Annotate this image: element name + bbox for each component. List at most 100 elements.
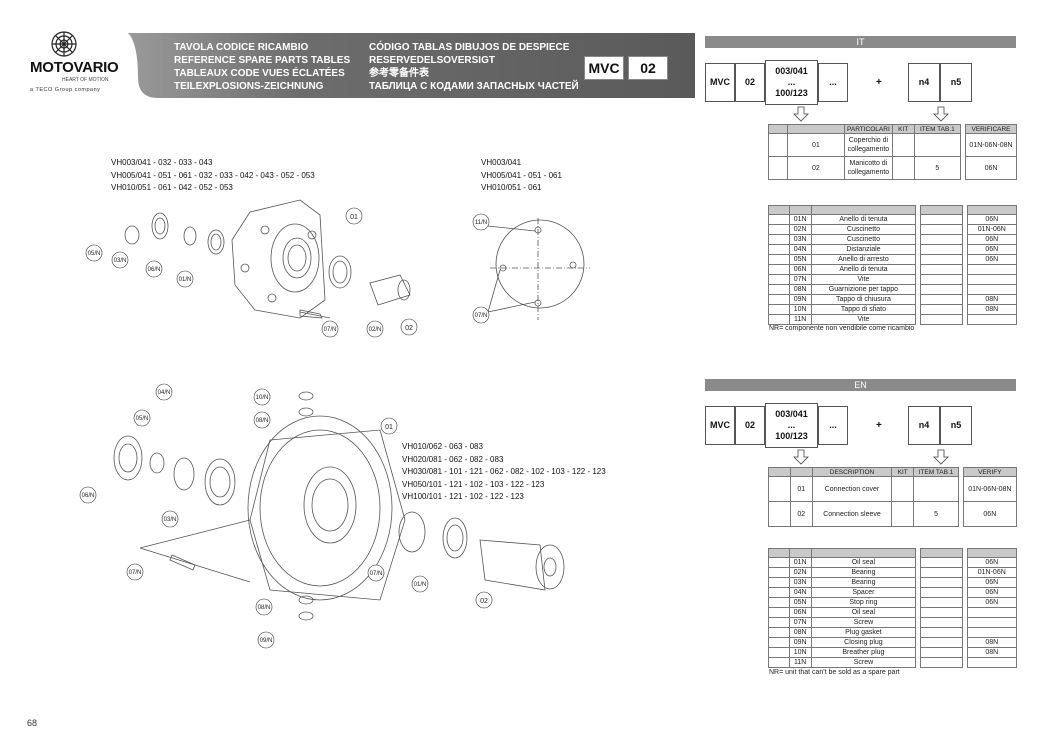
range-end: 100/123 (775, 431, 808, 441)
callout-label: 05/N (88, 251, 101, 257)
model-line: VH050/101 - 121 - 102 - 103 - 122 - 123 (402, 479, 545, 489)
row-verify (966, 627, 1018, 638)
title-de: TEILEXPLOSIONS-ZEICHNUNG (174, 81, 324, 92)
row-code: 01N (788, 214, 812, 225)
callout-bot-10n (253, 388, 271, 406)
it-code-n5: n5 (940, 63, 972, 102)
row-code: 04N (788, 244, 812, 255)
row-kit (890, 501, 915, 527)
callout-label: 02/N (369, 327, 382, 333)
callout-bot-04n (155, 383, 173, 401)
en-header-item: ITEM TAB.1 (913, 467, 959, 477)
row-verify (966, 264, 1018, 275)
row-kit (891, 133, 915, 157)
row-desc: Oil seal (810, 557, 917, 568)
row-desc: Bearing (810, 577, 917, 588)
callout-bot-05n (133, 409, 151, 427)
row-verify: 06N (966, 244, 1018, 255)
row-code: 03N (788, 577, 812, 588)
callout-top-01n (176, 270, 194, 288)
callout-label: 01 (350, 214, 358, 221)
table-row: 02 Connection sleeve 5 06N (768, 501, 1018, 527)
it-code-n4: n4 (908, 63, 940, 102)
callout-bot-01 (380, 417, 398, 435)
brand-tagline: HEART OF MOTION (62, 77, 109, 83)
group-line: a TECO Group company (30, 87, 101, 93)
row-code: 02 (789, 501, 814, 527)
row-desc: Anello di arresto (810, 254, 917, 265)
title-fr: TABLEAUX CODE VUES ÉCLATÉES (174, 68, 345, 79)
row-verify: 06N (966, 557, 1018, 568)
callout-bot-09n (257, 631, 275, 649)
title-da: RESERVEDELSOVERSIGT (369, 55, 495, 66)
callout-bot-07n-b (367, 564, 385, 582)
callout-top-01 (345, 207, 363, 225)
row-verify: 06N (965, 156, 1017, 180)
callout-label: 10/N (256, 395, 269, 401)
row-verify: 06N (966, 597, 1018, 608)
callout-bot-07n (126, 563, 144, 581)
row-kit (890, 476, 915, 502)
en-code-ellipsis: ... (818, 406, 848, 445)
row-code: 02 (786, 156, 846, 180)
row-desc: Connection sleeve (812, 501, 892, 527)
title-it: TAVOLA CODICE RICAMBIO (174, 42, 309, 53)
callout-bot-03n (161, 510, 179, 528)
en-code-plus: + (876, 420, 882, 431)
en-header-verify: VERIFY (962, 467, 1018, 477)
en-header-description: DESCRIPTION (812, 467, 892, 477)
row-verify: 01N-06N (966, 224, 1018, 235)
en-header-kit: KIT (890, 467, 915, 477)
row-verify (966, 274, 1018, 285)
callout-top-06n (145, 260, 163, 278)
row-desc: Oil seal (810, 607, 917, 618)
motovario-logo: MOTOVARIO HEART OF MOTION a TECO Group c… (30, 30, 130, 95)
row-desc: Manicotto di collegamento (844, 156, 893, 180)
row-desc: Screw (810, 657, 917, 668)
title-ru: ТАБЛИЦА С КОДАМИ ЗАПАСНЫХ ЧАСТЕЙ (369, 81, 579, 92)
row-verify: 08N (966, 647, 1018, 658)
callout-bot-01n (411, 575, 429, 593)
callout-label: 07/N (324, 327, 337, 333)
row-desc: Connection cover (812, 476, 892, 502)
row-desc: Closing plug (810, 637, 917, 648)
callout-label: 06/N (148, 267, 161, 273)
bottom-assembly-drawing (113, 391, 565, 621)
model-line: VH010/062 - 063 - 083 (402, 442, 483, 451)
row-desc: Screw (810, 617, 917, 628)
row-code: 01 (789, 476, 814, 502)
titles-column-2: CÓDIGO TABLAS DIBUJOS DE DESPIECE RESERV… (369, 41, 579, 93)
arrow-down-icon (793, 449, 809, 465)
row-desc: Breather plug (810, 647, 917, 658)
bottom-model-list: VH010/062 - 063 - 083 VH020/081 - 062 - … (402, 441, 606, 504)
row-desc: Vite (810, 314, 917, 325)
row-verify: 06N (966, 577, 1018, 588)
row-kit (891, 156, 915, 180)
range-ellipsis: ... (787, 77, 796, 87)
model-line: VH010/051 - 061 - 042 - 052 - 053 (111, 183, 233, 192)
row-code: 01 (786, 133, 846, 157)
row-verify: 06N (966, 234, 1018, 245)
arrow-down-icon (793, 106, 809, 122)
row-verify (966, 617, 1018, 628)
row-desc: Guarnizione per tappo (810, 284, 917, 295)
row-item: 5 (913, 501, 959, 527)
row-code: 08N (788, 284, 812, 295)
row-desc: Vite (810, 274, 917, 285)
callout-label: 07/N (475, 313, 488, 319)
model-line: VH020/081 - 062 - 082 - 083 (402, 454, 504, 464)
code-product-box: MVC (584, 56, 624, 80)
row-verify: 06N (966, 214, 1018, 225)
it-header-particolari: PARTICOLARI (844, 124, 893, 134)
section-bar-en: EN (705, 379, 1016, 391)
callout-label: 01/N (179, 277, 192, 283)
callout-label: 03/N (164, 517, 177, 523)
row-verify: 08N (966, 304, 1018, 315)
